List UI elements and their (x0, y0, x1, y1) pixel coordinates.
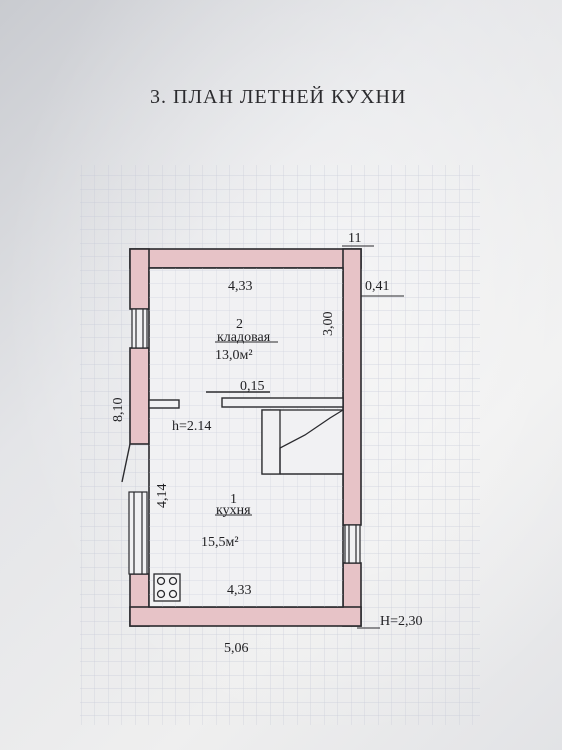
outer-width-label: 5,06 (224, 641, 249, 656)
leader-lines (215, 245, 404, 629)
partition-thickness-label: 0,15 (240, 379, 265, 394)
window-left-lower (128, 491, 148, 575)
top-inner-width-label: 4,33 (228, 279, 253, 294)
room-2-number: 2 (236, 317, 243, 332)
bottom-wall (129, 606, 362, 627)
wall-thickness-label: 0,41 (365, 279, 390, 294)
interior-height-label: h=2.14 (172, 419, 211, 434)
top-wall (129, 248, 362, 269)
room-2-name: кладовая (217, 330, 271, 345)
windows (128, 308, 361, 575)
left-wall-middle (129, 347, 150, 445)
room-1-number: 1 (230, 492, 237, 507)
page-title: 3. ПЛАН ЛЕТНЕЙ КУХНИ (150, 86, 407, 108)
corner-label: 11 (348, 231, 361, 246)
bottom-inner-width-label: 4,33 (227, 583, 252, 598)
room-2-area: 13,0м² (215, 348, 253, 363)
storage-depth-label: 3,00 (321, 312, 336, 337)
stairs (261, 409, 344, 475)
kitchen-depth-label: 4,14 (155, 484, 170, 509)
exterior-walls (129, 248, 362, 627)
room-1-area: 15,5м² (201, 535, 239, 550)
entrance-door (121, 443, 131, 483)
height-label: H=2,30 (380, 614, 423, 629)
outer-length-label: 8,10 (111, 398, 126, 423)
window-right (344, 524, 361, 564)
room-1-name: кухня (216, 503, 251, 518)
stove-icon (153, 573, 181, 602)
window-left-upper (131, 308, 148, 349)
right-wall-upper (342, 248, 362, 526)
partition-wall (148, 391, 344, 409)
left-wall-upper (129, 248, 150, 310)
